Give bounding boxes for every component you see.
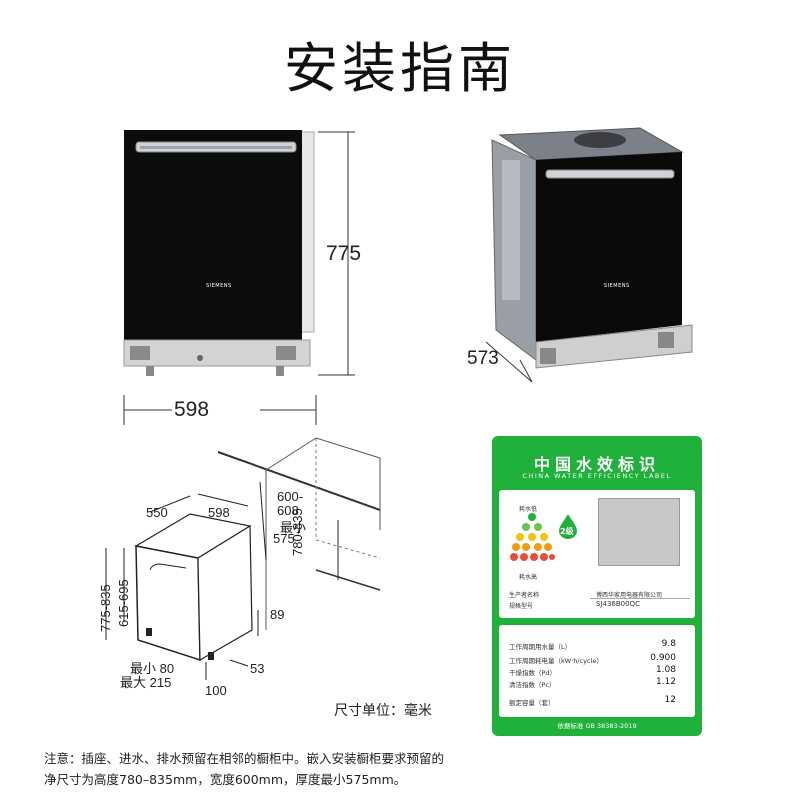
front-width-dimension: 598 bbox=[174, 398, 210, 421]
row-dry-label: 干燥指数（Pd） bbox=[509, 669, 557, 677]
dim-780-835: 780-835 bbox=[290, 508, 305, 556]
dim-598: 598 bbox=[208, 505, 230, 520]
front-brand-logo: SIEMENS bbox=[206, 283, 232, 289]
row-clean-label: 清洁指数（Pc） bbox=[509, 681, 556, 689]
qr-code-icon bbox=[598, 498, 680, 566]
dim-575: 575 bbox=[273, 531, 295, 546]
row-capacity-value: 12 bbox=[664, 695, 676, 705]
iso-brand-logo: SIEMENS bbox=[604, 283, 630, 289]
row-clean-value: 1.12 bbox=[655, 677, 676, 687]
row-energy-label: 工作周期耗电量（kW·h/cycle） bbox=[509, 657, 603, 665]
dim-89: 89 bbox=[270, 607, 285, 622]
label-subtitle: CHINA WATER EFFICIENCY LABEL bbox=[522, 472, 672, 480]
dim-550: 550 bbox=[146, 505, 168, 520]
row-energy-value: 0.900 bbox=[650, 653, 676, 663]
label-high-water: 耗水高 bbox=[519, 574, 538, 581]
label-bottom-panel bbox=[499, 625, 695, 717]
dim-615-695: 615-695 bbox=[116, 579, 131, 627]
label-standard: 依据标准 GB 38383-2019 bbox=[557, 722, 637, 730]
dim-max-215: 最大 215 bbox=[120, 675, 172, 690]
dim-600: 600- bbox=[277, 489, 304, 504]
dim-min-label: 最小 bbox=[280, 520, 307, 535]
model-label: 规格型号 bbox=[509, 603, 534, 610]
page-title: 安装指南 bbox=[284, 37, 516, 100]
iso-depth-dimension: 573 bbox=[467, 348, 499, 369]
model-underline bbox=[590, 598, 690, 599]
label-low-water: 耗水低 bbox=[519, 506, 538, 513]
maker-value: 博西华家用电器有限公司 bbox=[596, 592, 663, 599]
water-drop-grade-icon bbox=[510, 513, 555, 561]
maker-label: 生产者名称 bbox=[509, 592, 540, 599]
dim-775-835: 775-835 bbox=[98, 584, 113, 632]
iso-view-illustration bbox=[485, 127, 693, 383]
row-capacity-label: 额定容量（套） bbox=[509, 699, 555, 707]
row-water-label: 工作周期用水量（L） bbox=[509, 643, 572, 651]
row-water-value: 9.8 bbox=[661, 639, 676, 649]
front-height-dimension: 775 bbox=[326, 242, 362, 265]
label-title: 中国水效标识 bbox=[533, 455, 660, 474]
dim-100: 100 bbox=[205, 683, 227, 698]
dim-min-80: 最小 80 bbox=[130, 661, 175, 676]
grade-text: 2级 bbox=[560, 527, 574, 536]
dim-53: 53 bbox=[250, 661, 265, 676]
install-note: 注意：插座、进水、排水预留在相邻的橱柜中。嵌入安装橱柜要求预留的 净尺寸为高度7… bbox=[44, 748, 484, 790]
units-text: 尺寸单位：毫米 bbox=[334, 703, 432, 719]
grade-drop-icon bbox=[559, 514, 577, 539]
install-note-line-1: 注意：插座、进水、排水预留在相邻的橱柜中。嵌入安装橱柜要求预留的 bbox=[44, 751, 445, 766]
front-view-illustration bbox=[123, 130, 355, 425]
row-dry-value: 1.08 bbox=[655, 665, 676, 675]
install-note-line-2: 净尺寸为高度780–835mm，宽度600mm，厚度最小575mm。 bbox=[44, 772, 407, 787]
dim-608: 608 bbox=[277, 503, 299, 518]
installation-diagram bbox=[105, 437, 381, 680]
model-value: SJ436B00QC bbox=[596, 600, 640, 608]
